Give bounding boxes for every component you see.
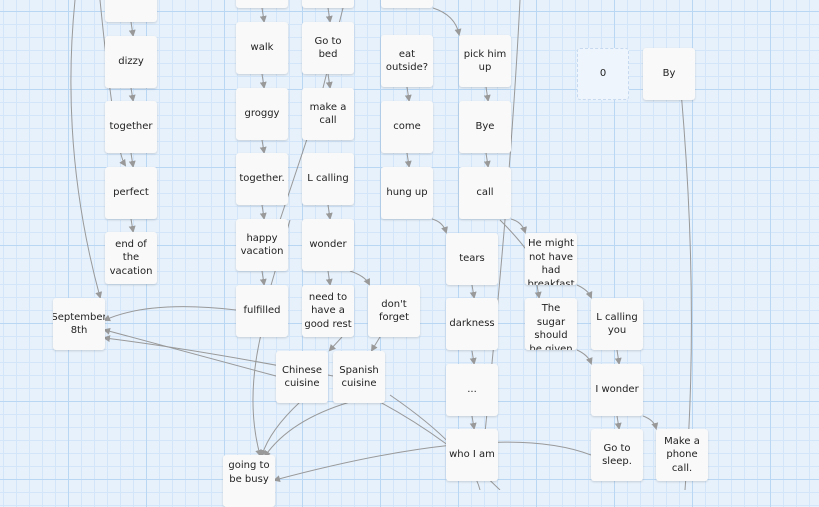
passage-card[interactable]: Chinese cuisine — [276, 351, 328, 403]
passage-title: groggy — [244, 108, 280, 120]
passage-card[interactable]: The sugar should be given to him in — [525, 298, 577, 350]
passage-title: don't forget — [379, 298, 409, 324]
passage-title: Go to bed — [314, 35, 342, 61]
passage-card[interactable]: eat outside? — [381, 35, 433, 87]
passage-card[interactable]: L calling you — [591, 298, 643, 350]
passage-card[interactable]: need to have a good rest — [302, 285, 354, 337]
passage-card[interactable]: ... — [446, 364, 498, 416]
passage-title: L calling — [307, 173, 349, 185]
passage-title: make a call — [309, 101, 347, 127]
passage-card[interactable]: happy vacation — [236, 219, 288, 271]
passage-card[interactable]: tears — [446, 233, 498, 285]
passage-title: together — [109, 121, 153, 133]
passage-title: wonder — [309, 239, 347, 251]
passage-title: L calling you — [596, 311, 638, 337]
passage-card[interactable]: make a call — [302, 88, 354, 140]
passage-card[interactable]: going to be busy — [223, 455, 275, 507]
passage-title: happy vacation — [240, 232, 284, 258]
passage-card[interactable] — [236, 0, 288, 8]
passage-title: come — [393, 121, 421, 133]
passage-title: Go to sleep. — [602, 442, 632, 468]
passage-card[interactable]: 0 — [577, 48, 629, 100]
passage-title: ... — [467, 384, 477, 396]
passage-card[interactable]: come — [381, 101, 433, 153]
passage-card[interactable]: By — [643, 48, 695, 100]
passage-title: Bye — [475, 121, 495, 133]
passage-card[interactable]: wonder — [302, 219, 354, 271]
passage-title: around — [113, 0, 148, 3]
passage-title: eat outside? — [385, 48, 429, 74]
passage-title: tears — [459, 253, 485, 265]
passage-card[interactable]: L calling — [302, 153, 354, 205]
passage-card[interactable]: September 8th — [53, 298, 105, 350]
passage-card[interactable]: He might not have had breakfast — [525, 233, 577, 285]
passage-card[interactable]: end of the vacation — [105, 232, 157, 284]
passage-card[interactable] — [302, 0, 354, 8]
passage-card[interactable]: Bye — [459, 101, 511, 153]
passage-card[interactable]: walk — [236, 22, 288, 74]
passage-card[interactable]: Spanish cuisine — [333, 351, 385, 403]
passage-card[interactable]: groggy — [236, 88, 288, 140]
passage-title: walk — [250, 42, 274, 54]
passage-card[interactable]: Go to bed — [302, 22, 354, 74]
passage-title: pick him up — [463, 48, 507, 74]
passage-title: dizzy — [118, 56, 144, 68]
passage-card[interactable]: who I am — [446, 429, 498, 481]
passage-card[interactable]: don't forget — [368, 285, 420, 337]
passage-card[interactable]: Make a phone call. — [656, 429, 708, 481]
passage-title: 0 — [599, 68, 607, 80]
passage-card[interactable]: together. — [236, 153, 288, 205]
passage-title: darkness — [449, 318, 495, 330]
passage-card[interactable]: darkness — [446, 298, 498, 350]
passage-card[interactable]: Go to sleep. — [591, 429, 643, 481]
passage-card[interactable]: I wonder — [591, 364, 643, 416]
passage-title: By — [662, 68, 676, 80]
passage-title: who I am — [449, 449, 495, 461]
passage-title: Chinese cuisine — [282, 364, 322, 390]
passage-title: Spanish cuisine — [339, 364, 379, 390]
passage-card[interactable]: pick him up — [459, 35, 511, 87]
passage-title: call — [476, 187, 494, 199]
passage-title: perfect — [113, 187, 149, 199]
passage-card[interactable]: around — [105, 0, 157, 22]
passage-title: The sugar should be given to him in — [529, 303, 573, 350]
passage-title: Make a phone call. — [664, 435, 700, 474]
passage-title: hung up — [386, 187, 428, 199]
passage-card[interactable]: dizzy — [105, 36, 157, 88]
passage-title: I wonder — [595, 384, 639, 396]
passage-title: He might not have had breakfast — [527, 238, 575, 285]
passage-card[interactable] — [381, 0, 433, 8]
passage-title: going to be busy — [228, 460, 270, 485]
passage-title: fulfilled — [243, 305, 281, 317]
passage-card[interactable]: together — [105, 101, 157, 153]
passage-card[interactable]: call — [459, 167, 511, 219]
passage-card[interactable]: perfect — [105, 167, 157, 219]
passage-title: end of the vacation — [109, 238, 153, 277]
passage-title: together. — [239, 173, 285, 185]
passage-title: need to have a good rest — [304, 291, 352, 330]
passage-card[interactable]: fulfilled — [236, 285, 288, 337]
passage-title: September 8th — [53, 311, 105, 337]
passage-card[interactable]: hung up — [381, 167, 433, 219]
